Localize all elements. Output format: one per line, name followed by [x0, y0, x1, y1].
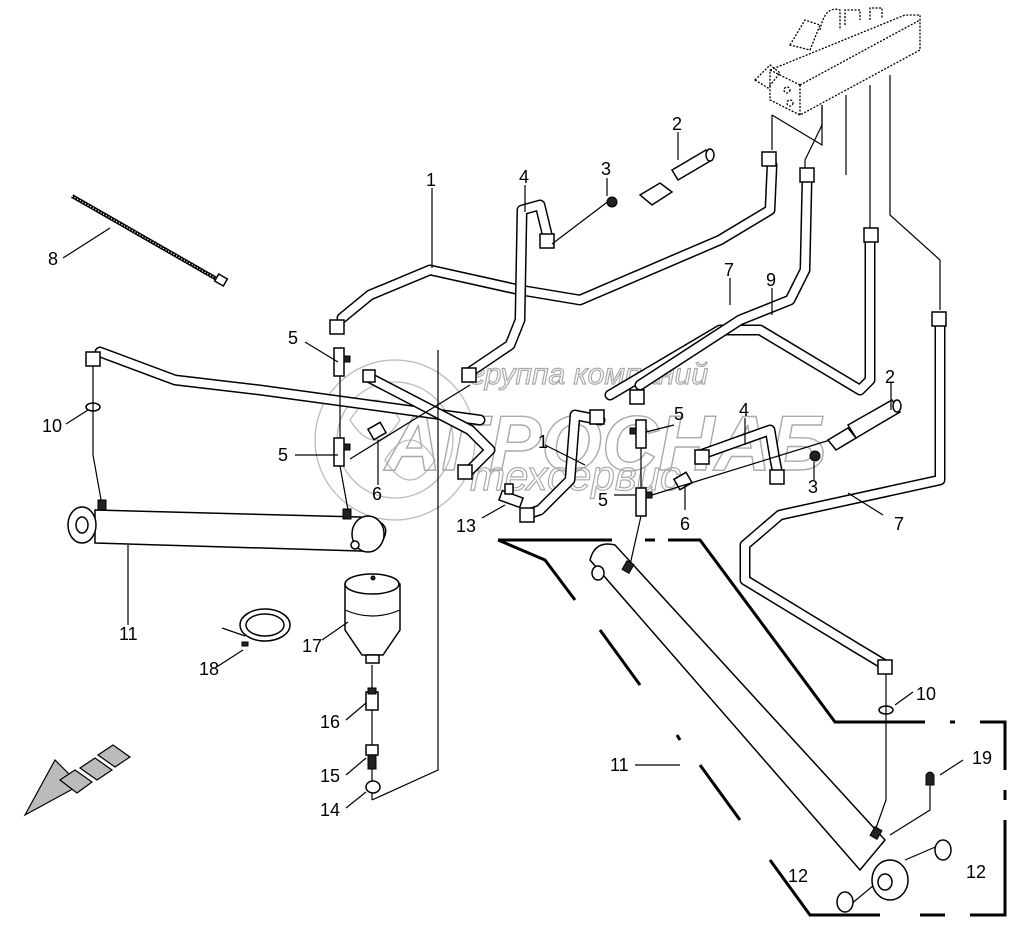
callout-1: 1 [426, 170, 436, 190]
union-fitting [672, 471, 694, 491]
cable-tie [71, 194, 229, 287]
connector-lines [92, 199, 941, 906]
callout-7: 7 [724, 260, 734, 280]
hose-nut [461, 367, 477, 383]
assembly-boundary [497, 538, 1007, 917]
front-direction-arrow [23, 744, 132, 817]
hose-nut [539, 233, 555, 249]
control-valve-block [753, 7, 941, 310]
callout-14: 14 [320, 800, 340, 820]
callout-2: 2 [885, 367, 895, 387]
accumulator [344, 573, 401, 664]
callout-3: 3 [808, 477, 818, 497]
tee-fitting [635, 487, 653, 517]
callout-18: 18 [199, 659, 219, 679]
grease-nipple-19 [925, 771, 935, 786]
hose-nut [694, 449, 710, 465]
hose-nut [362, 369, 376, 383]
hose-nut [863, 227, 879, 243]
callout-1: 1 [538, 432, 548, 452]
hose-nut [457, 464, 473, 480]
callout-12: 12 [966, 862, 986, 882]
union-fitting [366, 421, 388, 441]
callout-12: 12 [788, 866, 808, 886]
hose-nut [769, 469, 785, 485]
callout-6: 6 [680, 514, 690, 534]
callout-13: 13 [456, 516, 476, 536]
callout-10: 10 [916, 684, 936, 704]
bushing-12 [836, 891, 854, 913]
tee-fitting-13 [497, 483, 525, 509]
callout-16: 16 [320, 712, 340, 732]
hose-nut [761, 151, 777, 167]
callout-5: 5 [288, 328, 298, 348]
hydraulic-pipes [94, 159, 946, 671]
adapter-15 [365, 744, 379, 770]
callout-6: 6 [372, 484, 382, 504]
leader-lines [62, 132, 964, 809]
callout-5: 5 [278, 445, 288, 465]
callout-4: 4 [739, 400, 749, 420]
callout-5: 5 [674, 404, 684, 424]
hose-nut [519, 507, 535, 523]
callout-11: 11 [610, 755, 629, 775]
callout-labels: 1 1 2 2 3 3 4 4 5 5 5 5 6 6 7 7 8 9 10 1… [42, 114, 992, 886]
tee-fitting [333, 437, 351, 467]
hose-nut [629, 389, 645, 405]
callout-2: 2 [672, 114, 682, 134]
bushing-12 [934, 839, 952, 861]
hose-nut [85, 351, 101, 367]
hydraulic-cylinder-left [67, 499, 387, 553]
hose-nut [877, 659, 893, 675]
callout-3: 3 [601, 159, 611, 179]
adapter-16 [365, 687, 379, 711]
adapter-3 [809, 450, 821, 462]
callout-11: 11 [119, 624, 138, 644]
hose-nut [329, 319, 345, 335]
hose-nut [589, 409, 605, 425]
clamp [221, 608, 291, 647]
callout-19: 19 [972, 748, 992, 768]
callout-4: 4 [519, 167, 529, 187]
tee-fitting [333, 347, 351, 377]
callout-15: 15 [320, 766, 340, 786]
callout-9: 9 [766, 270, 776, 290]
hydraulic-cylinder-right [589, 543, 952, 913]
callout-17: 17 [302, 636, 322, 656]
sealing-washer-14 [365, 780, 381, 794]
callout-5: 5 [598, 490, 608, 510]
callout-8: 8 [48, 249, 58, 269]
hose-nut [931, 311, 947, 327]
callout-10: 10 [42, 416, 62, 436]
hose-nut [799, 167, 815, 183]
accumulator-cylinder-upper [606, 148, 715, 208]
accumulator-cylinder-lower [809, 399, 902, 462]
fittings [85, 151, 947, 715]
adapter-3 [606, 196, 618, 208]
callout-7: 7 [894, 514, 904, 534]
